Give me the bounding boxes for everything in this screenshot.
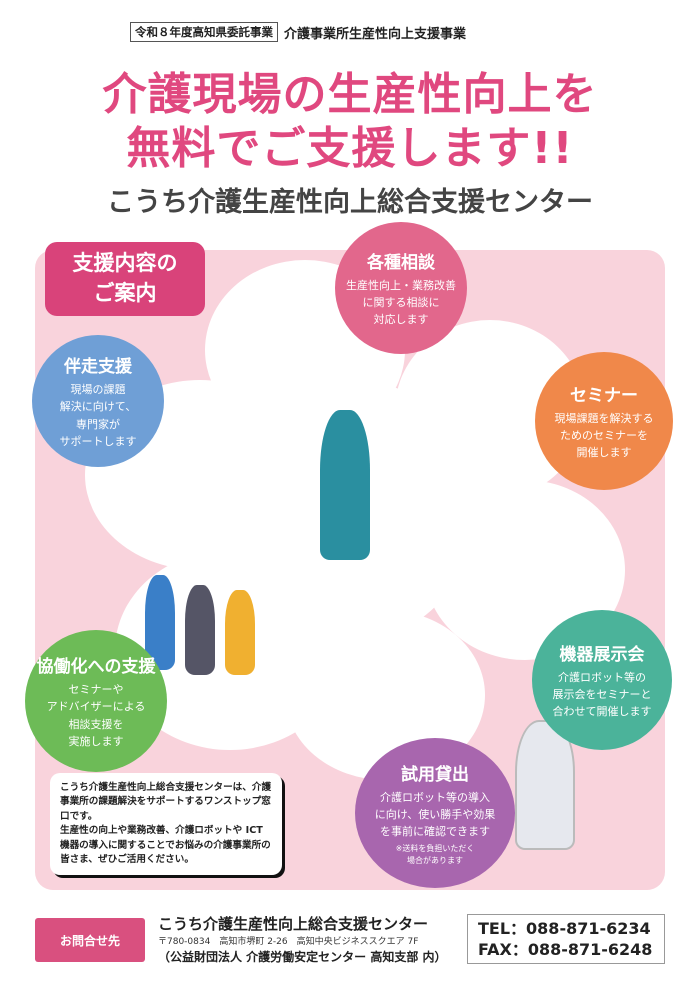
service-title: 機器展示会: [559, 644, 645, 665]
about-box: こうち介護生産性向上総合支援センターは、介護事業所の課題解決をサポートするワンス…: [50, 773, 282, 875]
people-illustration: [225, 590, 255, 675]
service-desc: 介護ロボット等の 展示会をセミナーと 合わせて開催します: [552, 670, 652, 719]
service-title: 各種相談: [367, 252, 435, 273]
parent-org: （公益財団法人 介護労働安定センター 高知支部 内）: [158, 950, 447, 964]
service-desc: 生産性向上・業務改善 に関する相談に 対応します: [346, 278, 456, 327]
program-tag: 令和８年度高知県委託事業: [130, 22, 278, 42]
people-illustration: [185, 585, 215, 675]
service-seminar: セミナー現場課題を解決する ためのセミナーを 開催します: [535, 352, 673, 490]
contact-label: お問合せ先: [35, 918, 145, 962]
service-consultation: 各種相談生産性向上・業務改善 に関する相談に 対応します: [335, 222, 467, 354]
service-collaboration: 協働化への支援セミナーや アドバイザーによる 相談支援を 実施します: [25, 630, 167, 772]
title-line-1: 介護現場の生産性向上を: [102, 69, 598, 120]
service-exhibition: 機器展示会介護ロボット等の 展示会をセミナーと 合わせて開催します: [532, 610, 672, 750]
guide-label: 支援内容の ご案内: [45, 242, 205, 316]
service-desc: セミナーや アドバイザーによる 相談支援を 実施します: [46, 683, 146, 748]
org-name: こうち介護生産性向上総合支援センター: [158, 915, 429, 933]
service-accompaniment: 伴走支援現場の課題 解決に向けて、 専門家が サポートします: [32, 335, 164, 467]
title-line-2: 無料でご支援します!!: [126, 123, 574, 174]
service-trial-loan: 試用貸出介護ロボット等の導入 に向け、使い勝手や効果 を事前に確認できます ※送料…: [355, 738, 515, 888]
phone-box: TEL：088-871-6234 FAX：088-871-6248: [467, 914, 665, 964]
about-paragraph: 生産性の向上や業務改善、介護ロボットや ICT 機器の導入に関することでお悩みの…: [60, 825, 271, 865]
subtitle: こうち介護生産性向上総合支援センター: [107, 187, 593, 218]
service-title: セミナー: [570, 385, 638, 406]
service-desc: 介護ロボット等の導入 に向け、使い勝手や効果 を事前に確認できます: [374, 791, 496, 839]
robot-illustration: [515, 720, 575, 850]
program-header: 令和８年度高知県委託事業 介護事業所生産性向上支援事業: [130, 22, 466, 42]
staff-illustration: [320, 410, 370, 560]
service-desc: 現場の課題 解決に向けて、 専門家が サポートします: [59, 383, 137, 448]
service-title: 伴走支援: [64, 357, 132, 378]
about-paragraph: こうち介護生産性向上総合支援センターは、介護事業所の課題解決をサポートするワンス…: [60, 782, 272, 822]
address: 〒780-0834 高知市堺町 2-26 高知中央ビジネススクエア 7F: [158, 937, 419, 947]
service-title: 協働化への支援: [36, 657, 156, 678]
program-name: 介護事業所生産性向上支援事業: [284, 26, 467, 42]
service-desc: 現場課題を解決する ためのセミナーを 開催します: [554, 411, 654, 460]
services-panel: [35, 250, 665, 890]
service-note: ※送料を負担いただく 場合があります: [395, 844, 475, 865]
tel-number[interactable]: TEL：088-871-6234: [478, 919, 651, 938]
service-title: 試用貸出: [401, 765, 469, 786]
fax-number: FAX：088-871-6248: [478, 940, 653, 959]
